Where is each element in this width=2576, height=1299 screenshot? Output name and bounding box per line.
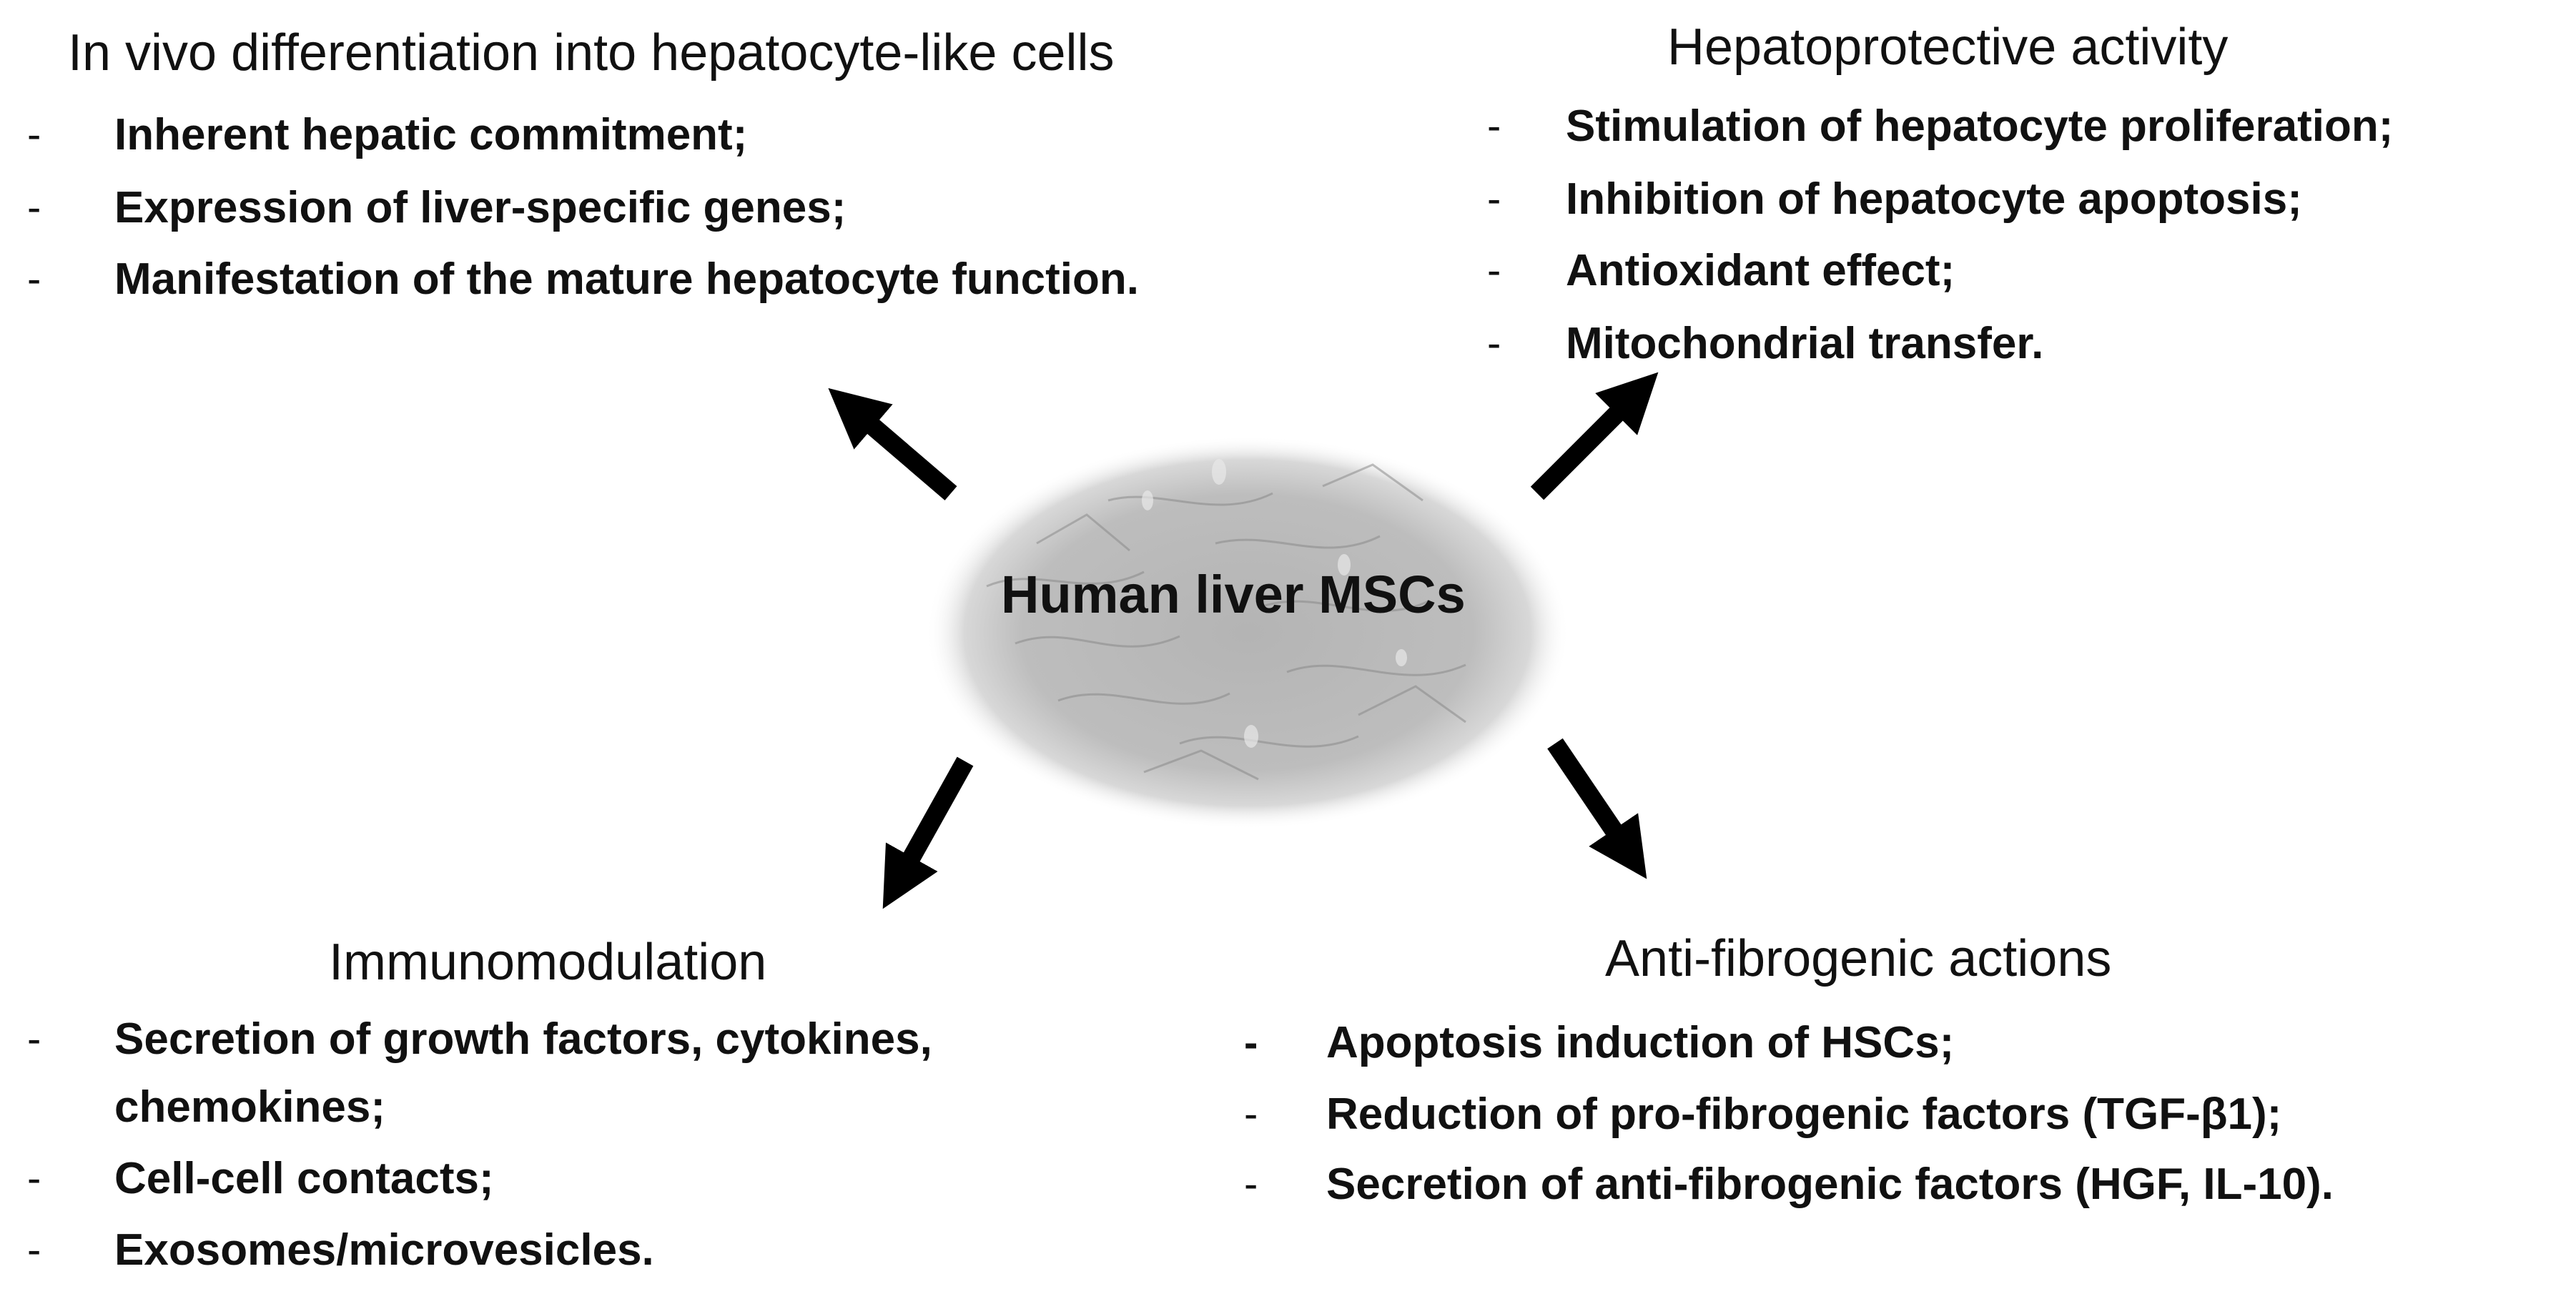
bullet-marker: - <box>27 256 41 302</box>
bullet-marker: - <box>1244 1091 1258 1137</box>
bullet-marker: - <box>1487 320 1501 367</box>
bullet-marker: - <box>1487 247 1501 294</box>
bullet-marker: - <box>1487 103 1501 149</box>
section-heading: In vivo differentiation into hepatocyte-… <box>68 24 1115 82</box>
bullet-marker: - <box>1487 176 1501 222</box>
arrow-bottom-left <box>882 756 974 909</box>
list-item: Inherent hepatic commitment; <box>114 110 748 159</box>
list-item: Secretion of growth factors, cytokines, <box>114 1014 932 1064</box>
list-item: Antioxidant effect; <box>1566 246 1955 295</box>
bullet-marker: - <box>27 1016 41 1062</box>
cell-micrograph-image <box>926 436 1569 829</box>
list-item: Cell-cell contacts; <box>114 1154 494 1203</box>
arrows <box>828 372 1659 909</box>
list-item: Reduction of pro-fibrogenic factors (TGF… <box>1326 1090 2282 1139</box>
list-item: Exosomes/microvesicles. <box>114 1225 654 1275</box>
list-item: Stimulation of hepatocyte proliferation; <box>1566 102 2394 151</box>
bullet-marker: - <box>27 184 41 231</box>
arrow-top-left <box>828 387 957 500</box>
list-item: Manifestation of the mature hepatocyte f… <box>114 255 1139 304</box>
section-heading: Anti-fibrogenic actions <box>1605 930 2112 987</box>
section-heading: Hepatoprotective activity <box>1667 19 2229 76</box>
list-item: Mitochondrial transfer. <box>1566 319 2044 368</box>
bullet-marker: - <box>27 1227 41 1273</box>
center-label: Human liver MSCs <box>1001 565 1466 624</box>
bullet-marker: - <box>1244 1019 1258 1066</box>
list-item: chemokines; <box>114 1082 386 1132</box>
section-heading: Immunomodulation <box>329 934 767 991</box>
list-item: Inhibition of hepatocyte apoptosis; <box>1566 174 2302 224</box>
list-item: Secretion of anti-fibrogenic factors (HG… <box>1326 1160 2334 1209</box>
arrow-bottom-right <box>1547 738 1647 879</box>
list-item: Apoptosis induction of HSCs; <box>1326 1018 1955 1067</box>
bullet-marker: - <box>1244 1161 1258 1207</box>
arrow-top-right <box>1530 372 1659 500</box>
list-item: Expression of liver-specific genes; <box>114 183 847 232</box>
bullet-marker: - <box>27 1155 41 1202</box>
bullet-marker: - <box>27 112 41 158</box>
